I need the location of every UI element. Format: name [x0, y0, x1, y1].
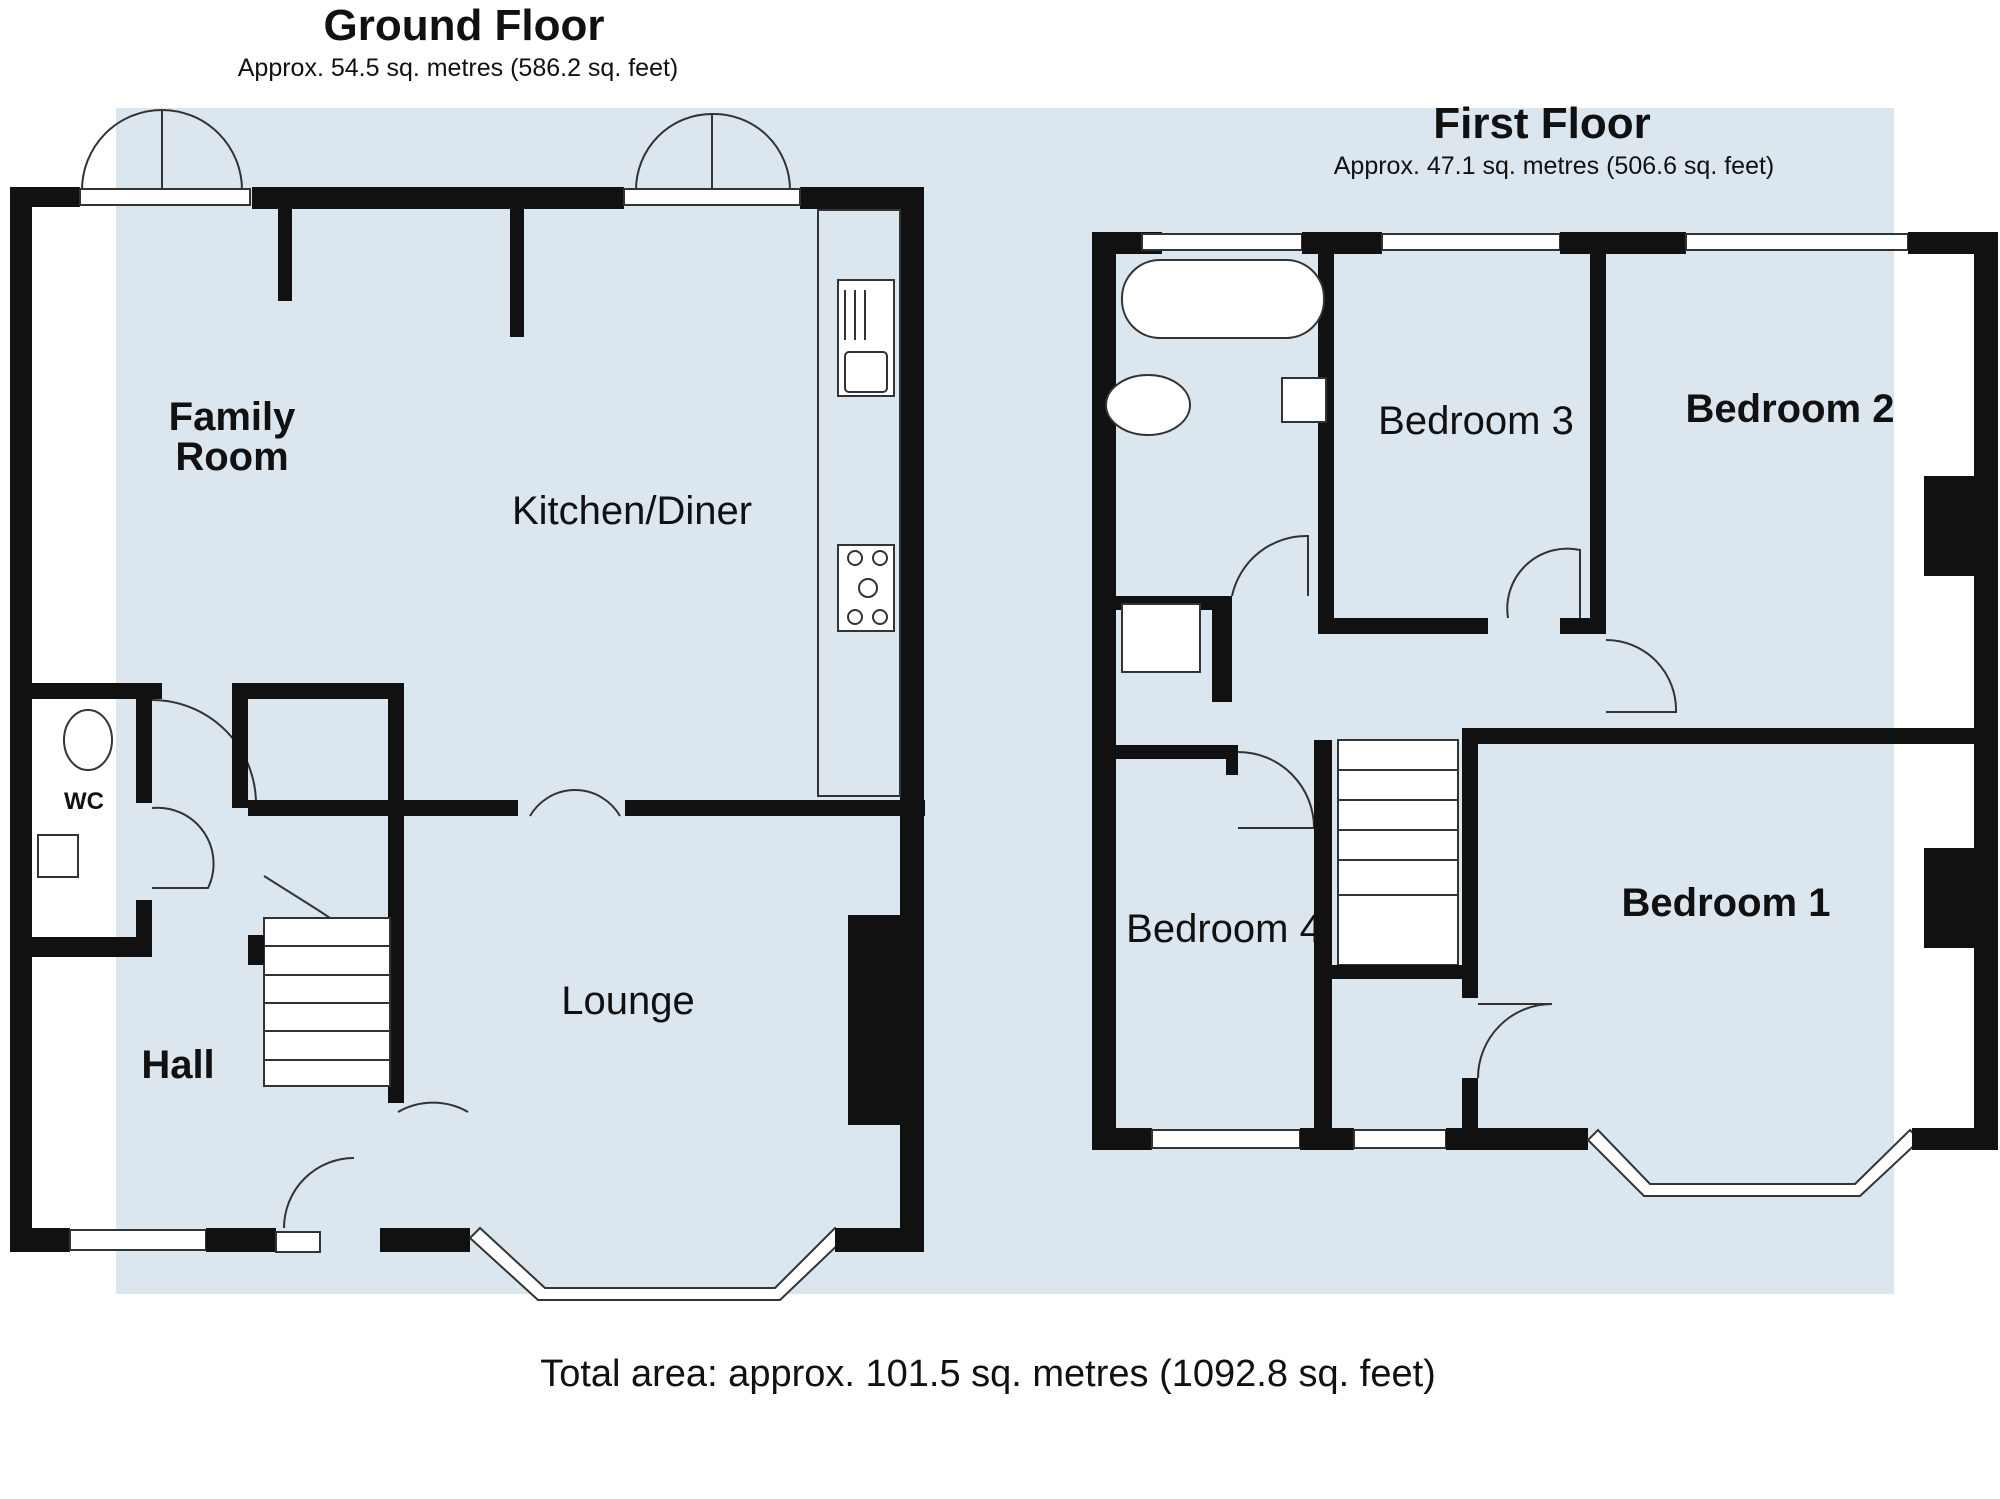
- kitchen-diner-label: Kitchen/Diner: [512, 489, 752, 533]
- family-room-label-line1: Family: [169, 395, 296, 439]
- bedroom1-label: Bedroom 1: [1622, 881, 1831, 925]
- ground-floor-plan: [10, 108, 925, 1301]
- bedroom3-label: Bedroom 3: [1378, 399, 1574, 443]
- total-area: Total area: approx. 101.5 sq. metres (10…: [540, 1353, 1436, 1395]
- bedroom4-label: Bedroom 4: [1126, 907, 1322, 951]
- first-floor-area: Approx. 47.1 sq. metres (506.6 sq. feet): [1334, 152, 1775, 180]
- ground-floor-title: Ground Floor: [323, 1, 604, 50]
- family-room-label-line2: Room: [175, 435, 288, 479]
- wc-label: WC: [64, 788, 104, 815]
- floor-shading: [116, 108, 1894, 1294]
- first-floor-plan: [1092, 232, 1998, 1197]
- ground-floor-area: Approx. 54.5 sq. metres (586.2 sq. feet): [238, 54, 679, 82]
- bedroom2-label: Bedroom 2: [1686, 387, 1895, 431]
- lounge-label: Lounge: [561, 979, 694, 1023]
- hall-label: Hall: [141, 1043, 214, 1087]
- first-floor-title: First Floor: [1433, 99, 1651, 148]
